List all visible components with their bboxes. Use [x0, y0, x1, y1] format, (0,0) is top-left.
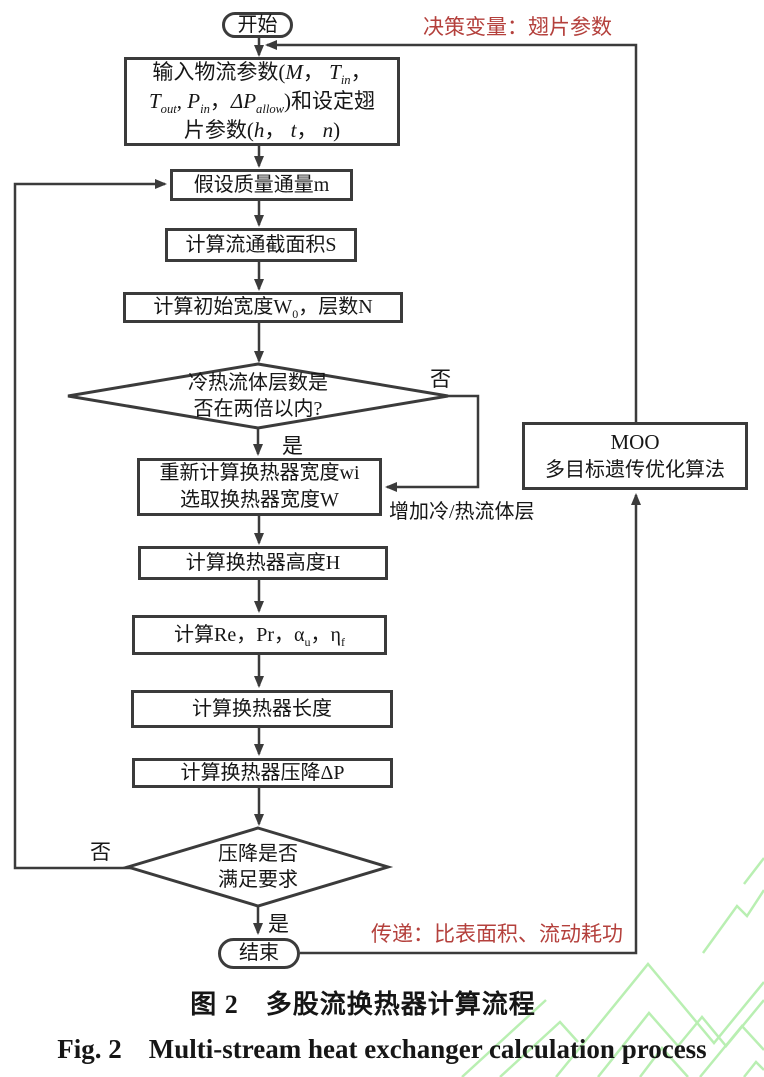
calc-pressure-drop-box: 计算换热器压降ΔP: [132, 758, 393, 788]
decision2-line2: 满足要求: [218, 869, 298, 891]
arrow-decision2-no-feedback: [13, 179, 167, 870]
start-node: 开始: [222, 12, 293, 38]
calc-initial-width-label: 计算初始宽度W0，层数N: [153, 296, 373, 321]
input-line1: 输入物流参数(M， Tin，: [152, 60, 372, 88]
figure-caption-en: Fig. 2 Multi-stream heat exchanger calcu…: [57, 1034, 707, 1064]
increase-layers-label: 增加冷/热流体层: [389, 501, 535, 523]
end-node: 结束: [218, 938, 300, 969]
decision2-no-label: 否: [90, 840, 111, 864]
calc-length-label: 计算换热器长度: [192, 697, 332, 720]
calc-length-box: 计算换热器长度: [131, 690, 393, 728]
recalc-line2: 选取换热器宽度W: [180, 489, 339, 511]
end-label: 结束: [239, 942, 279, 964]
moo-subtitle: 多目标遗传优化算法: [545, 458, 725, 481]
assume-mass-flux-box: 假设质量通量m: [170, 169, 353, 201]
arrow-decision1-no: [385, 394, 480, 492]
figure-caption-zh: 图 2 多股流换热器计算流程: [190, 990, 536, 1019]
decision1-line1: 冷热流体层数是: [188, 372, 328, 394]
input-line3: 片参数(h， t， n): [183, 117, 341, 142]
input-line2: Tout, Pin，ΔPallow)和设定翅: [148, 89, 376, 117]
decision1-yes-label: 是: [282, 434, 303, 458]
decision-variable-annotation: 决策变量：翅片参数: [423, 15, 612, 39]
calc-height-box: 计算换热器高度H: [138, 546, 388, 580]
decision2-text: 压降是否 满足要求: [178, 838, 338, 896]
recalc-line1: 重新计算换热器宽度wi: [159, 462, 360, 484]
recalc-width-box: 重新计算换热器宽度wi 选取换热器宽度W: [137, 458, 382, 516]
arrow-moo-to-top: [265, 40, 638, 422]
decision1-no-label: 否: [430, 367, 451, 391]
calc-cross-section-box: 计算流通截面积S: [165, 228, 357, 262]
input-parameters-box: 输入物流参数(M， Tin， Tout, Pin，ΔPallow)和设定翅 片参…: [124, 57, 400, 146]
assume-mass-flux-label: 假设质量通量m: [193, 173, 330, 196]
moo-title: MOO: [610, 430, 660, 455]
calc-initial-width-box: 计算初始宽度W0，层数N: [123, 292, 403, 323]
calc-re-pr-label: 计算Re，Pr，αu，ηf: [174, 623, 345, 649]
transfer-annotation: 传递：比表面积、流动耗功: [371, 922, 623, 946]
calc-pressure-drop-label: 计算换热器压降ΔP: [180, 761, 345, 784]
decision1-text: 冷热流体层数是 否在两倍以内?: [148, 368, 368, 424]
decision1-diamond: [67, 362, 449, 430]
calc-cross-section-label: 计算流通截面积S: [185, 233, 337, 256]
decision2-diamond: [122, 826, 394, 908]
moo-box: MOO 多目标遗传优化算法: [522, 422, 748, 490]
decision2-line1: 压降是否: [218, 843, 298, 865]
decision2-yes-label: 是: [268, 912, 289, 936]
decision1-line2: 否在两倍以内?: [193, 398, 323, 420]
start-label: 开始: [237, 13, 278, 36]
calc-height-label: 计算换热器高度H: [185, 551, 341, 574]
calc-re-pr-box: 计算Re，Pr，αu，ηf: [132, 615, 387, 655]
arrow-end-to-moo: [300, 493, 641, 955]
